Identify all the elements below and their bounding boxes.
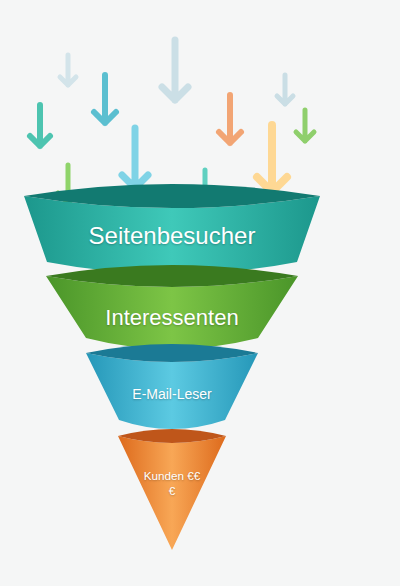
band-body <box>118 436 226 550</box>
band-label-text: Kunden €€€ <box>143 469 201 498</box>
arrow <box>122 128 148 188</box>
band-rim <box>24 184 320 208</box>
funnel-band: Interessenten <box>42 261 302 353</box>
band-label-text: E-Mail-Leser <box>132 386 211 404</box>
arrow <box>162 40 188 100</box>
band-label-text: Interessenten <box>105 304 238 332</box>
band-rim <box>86 344 258 362</box>
arrow <box>219 95 241 143</box>
arrow <box>277 75 293 104</box>
band-body <box>86 353 258 429</box>
arrow <box>94 75 116 123</box>
band-label: Seitenbesucher <box>20 221 324 251</box>
band-label: Kunden €€€ <box>114 469 230 498</box>
arrow <box>30 105 50 146</box>
funnel-band: Kunden €€€ <box>114 425 230 554</box>
arrow <box>60 55 76 85</box>
band-rim <box>46 265 298 287</box>
band-label: Interessenten <box>42 304 302 332</box>
arrow <box>257 125 287 192</box>
funnel-band: Seitenbesucher <box>20 180 324 278</box>
band-rim <box>118 429 226 443</box>
funnel-band: E-Mail-Leser <box>82 340 262 433</box>
arrow <box>296 110 314 141</box>
band-label-text: Seitenbesucher <box>89 221 256 251</box>
band-label: E-Mail-Leser <box>82 386 262 404</box>
